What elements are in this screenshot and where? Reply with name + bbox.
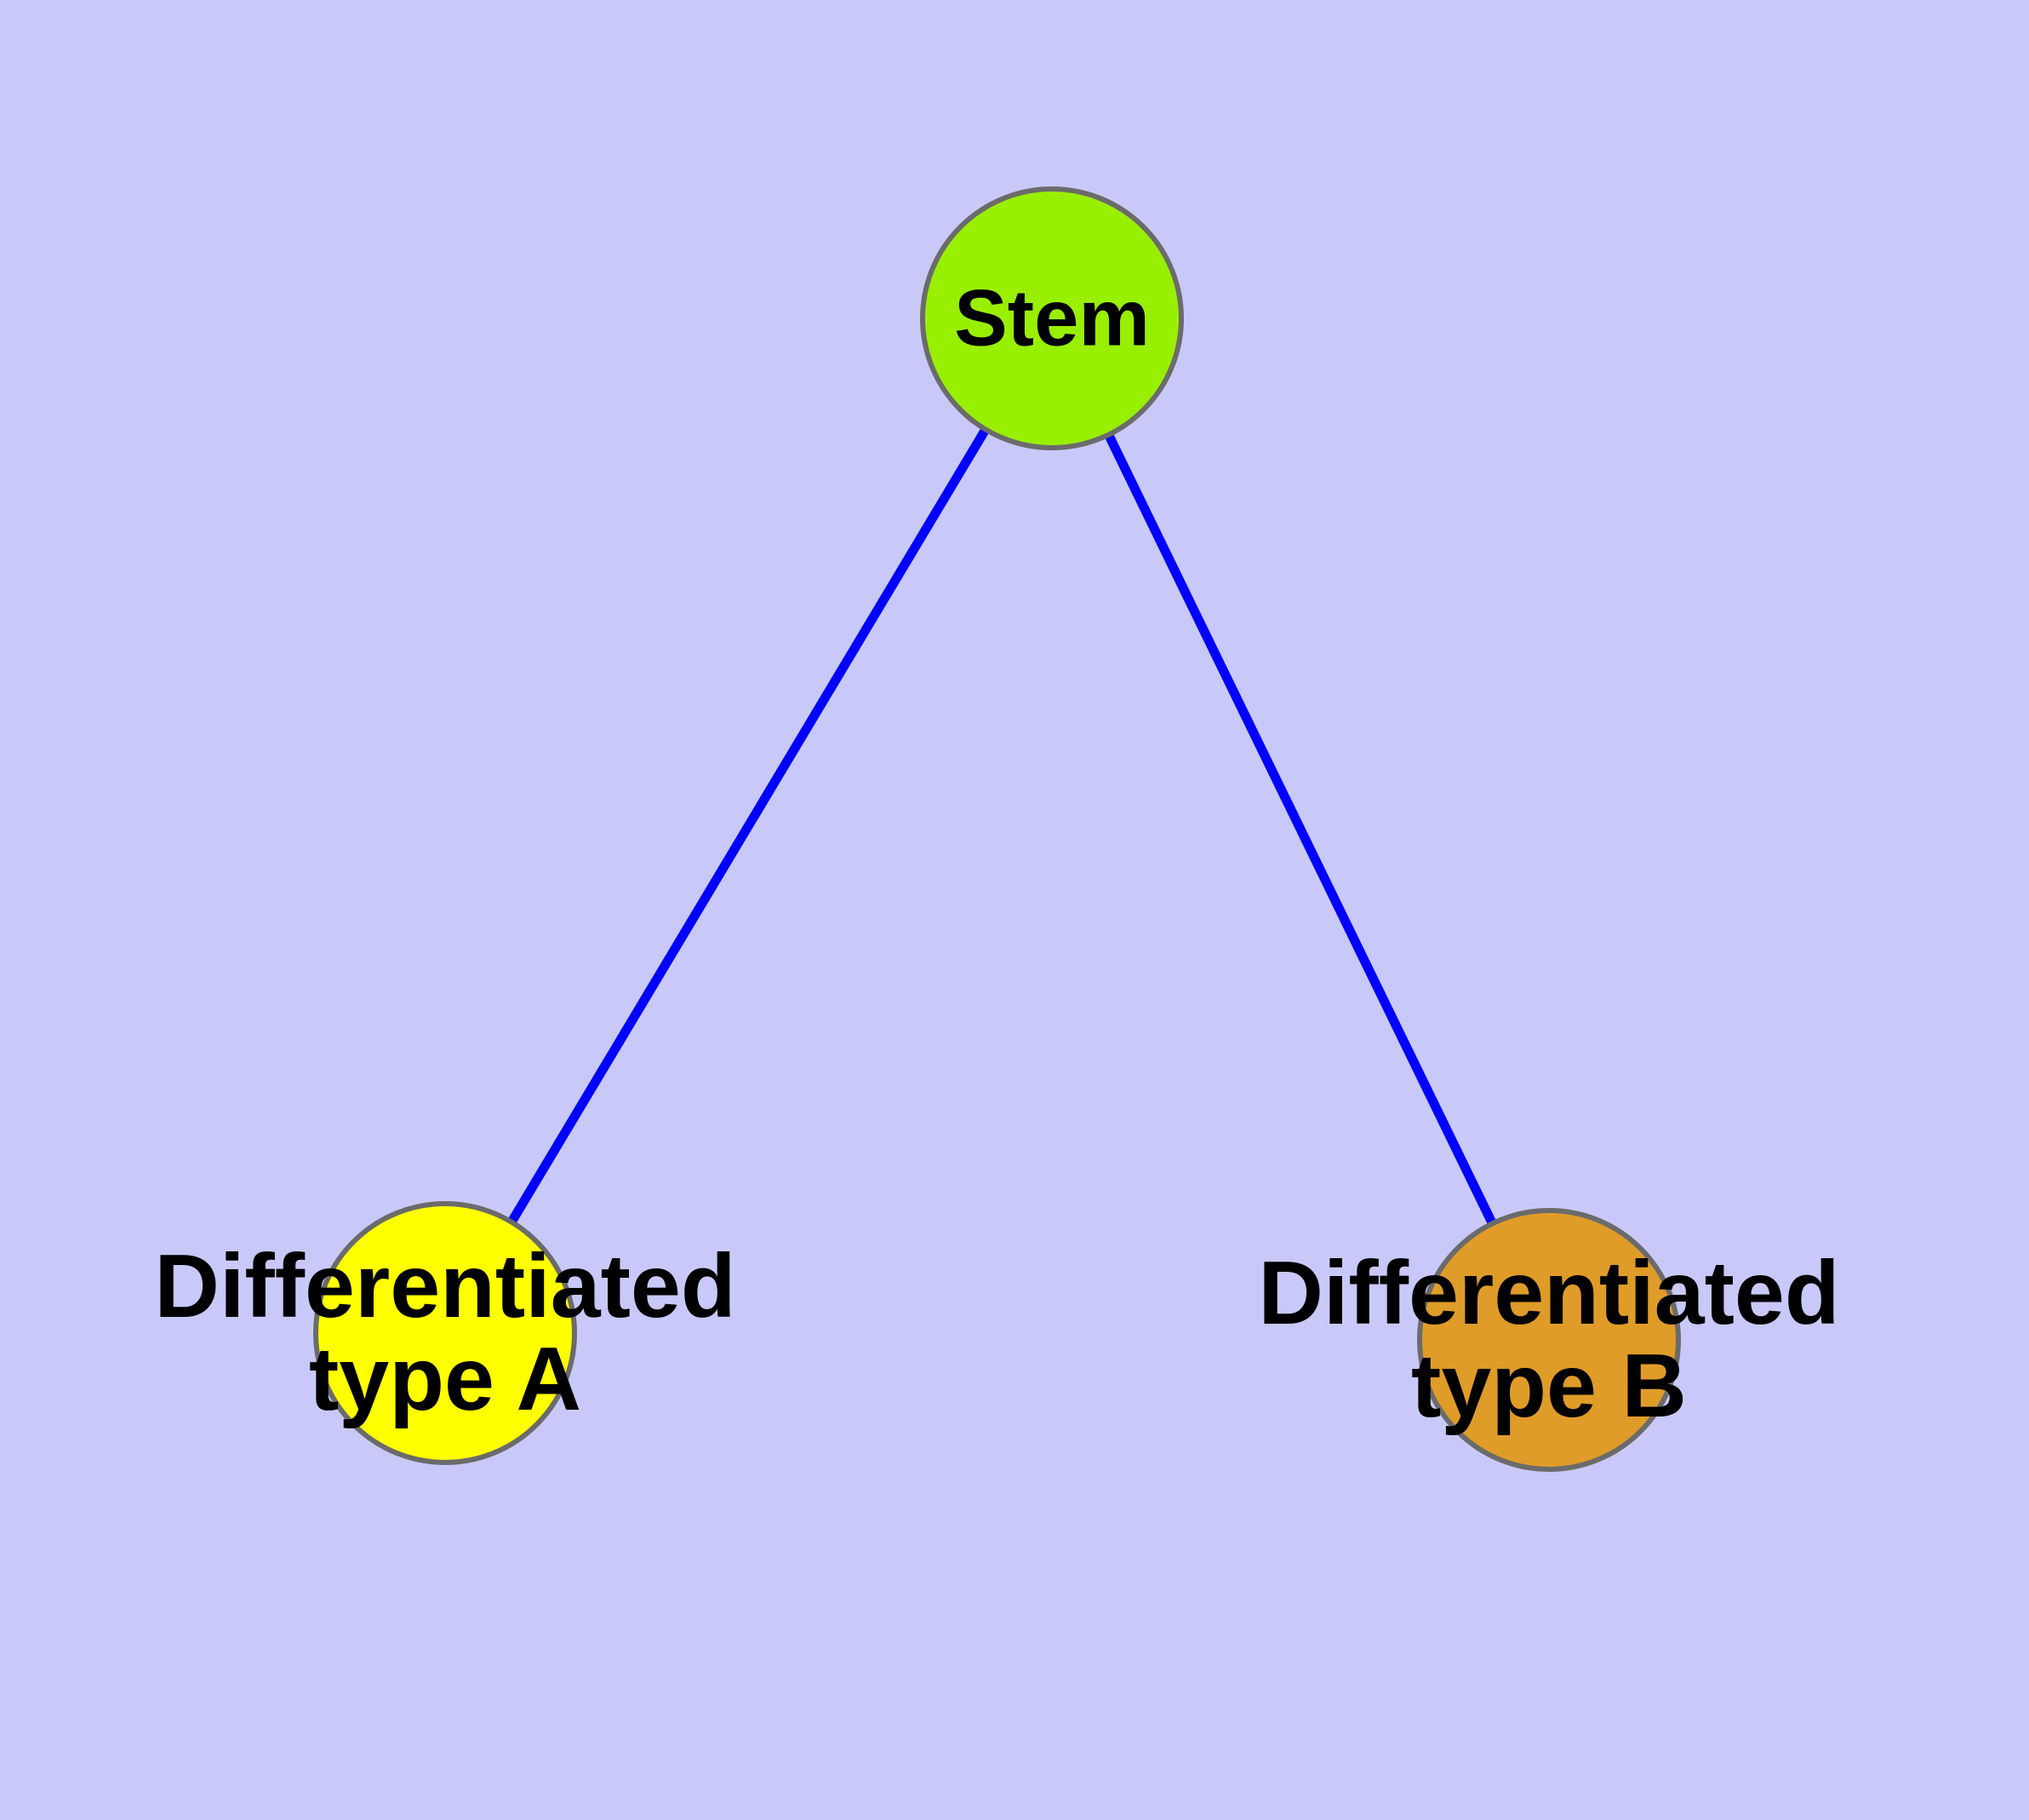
node-layer xyxy=(313,186,1681,1472)
edge-layer xyxy=(506,425,1498,1228)
node-stem[interactable] xyxy=(920,186,1184,450)
edge-stem-to-differentiated-type-b[interactable] xyxy=(1103,431,1498,1228)
edge-stem-to-differentiated-type-a[interactable] xyxy=(506,425,991,1227)
node-differentiated-type-a[interactable] xyxy=(313,1201,577,1465)
node-differentiated-type-b[interactable] xyxy=(1417,1208,1681,1472)
